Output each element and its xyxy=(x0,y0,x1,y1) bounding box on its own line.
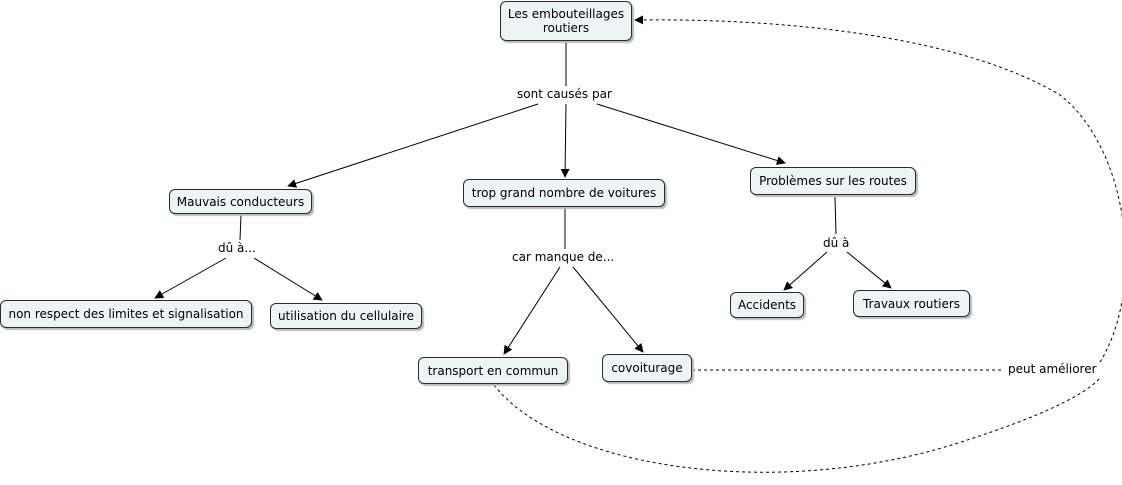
concept-label: covoiturage xyxy=(611,361,683,375)
edge-problemes-du xyxy=(834,196,837,235)
concept-label: Accidents xyxy=(737,298,797,312)
concept-covoiturage[interactable]: covoiturage xyxy=(602,354,692,382)
concept-accidents[interactable]: Accidents xyxy=(730,292,804,318)
concept-non-respect[interactable]: non respect des limites et signalisation xyxy=(0,300,252,328)
edge-transport-peut xyxy=(493,377,1101,473)
edge-causes-problemes xyxy=(596,103,786,165)
link-car-manque-de[interactable]: car manque de... xyxy=(510,250,617,264)
concept-label: utilisation du cellulaire xyxy=(277,309,415,323)
edge-carmanque-transport xyxy=(503,266,561,355)
concept-label: transport en commun xyxy=(427,363,559,378)
edge-peut-root xyxy=(634,15,1122,363)
concept-transport-commun[interactable]: transport en commun xyxy=(418,357,568,384)
link-peut-ameliorer[interactable]: peut améliorer xyxy=(1006,362,1099,376)
edge-causes-trop xyxy=(560,103,570,178)
link-du-a-mauvais[interactable]: dû à... xyxy=(216,241,258,255)
concept-label: Mauvais conducteurs xyxy=(176,194,305,209)
link-du-a-problemes[interactable]: dû à xyxy=(821,236,852,250)
concept-travaux-routiers[interactable]: Travaux routiers xyxy=(853,290,970,317)
concept-problemes-routes[interactable]: Problèmes sur les routes xyxy=(750,167,916,195)
concept-label: Problèmes sur les routes xyxy=(759,174,907,188)
edge-du-travaux xyxy=(846,251,892,289)
concept-mauvais-conducteurs[interactable]: Mauvais conducteurs xyxy=(169,189,312,214)
concept-label: Les embouteillages routiers xyxy=(507,7,625,35)
link-sont-causes-par[interactable]: sont causés par xyxy=(515,87,614,101)
concept-embouteillages[interactable]: Les embouteillages routiers xyxy=(500,1,632,41)
edge-du-nonrespect xyxy=(154,257,227,299)
edge-causes-mauvais xyxy=(287,103,539,188)
edge-carmanque-covoiturage xyxy=(572,266,644,353)
edge-mauvais-du xyxy=(239,214,242,241)
edge-du-cellulaire xyxy=(253,257,323,301)
edge-du-accidents xyxy=(783,251,828,291)
concept-label: Travaux routiers xyxy=(862,296,961,311)
concept-cellulaire[interactable]: utilisation du cellulaire xyxy=(270,303,422,329)
concept-label: trop grand nombre de voitures xyxy=(471,186,657,200)
concept-trop-grand-nombre[interactable]: trop grand nombre de voitures xyxy=(463,179,665,207)
concept-label: non respect des limites et signalisation xyxy=(8,307,244,321)
